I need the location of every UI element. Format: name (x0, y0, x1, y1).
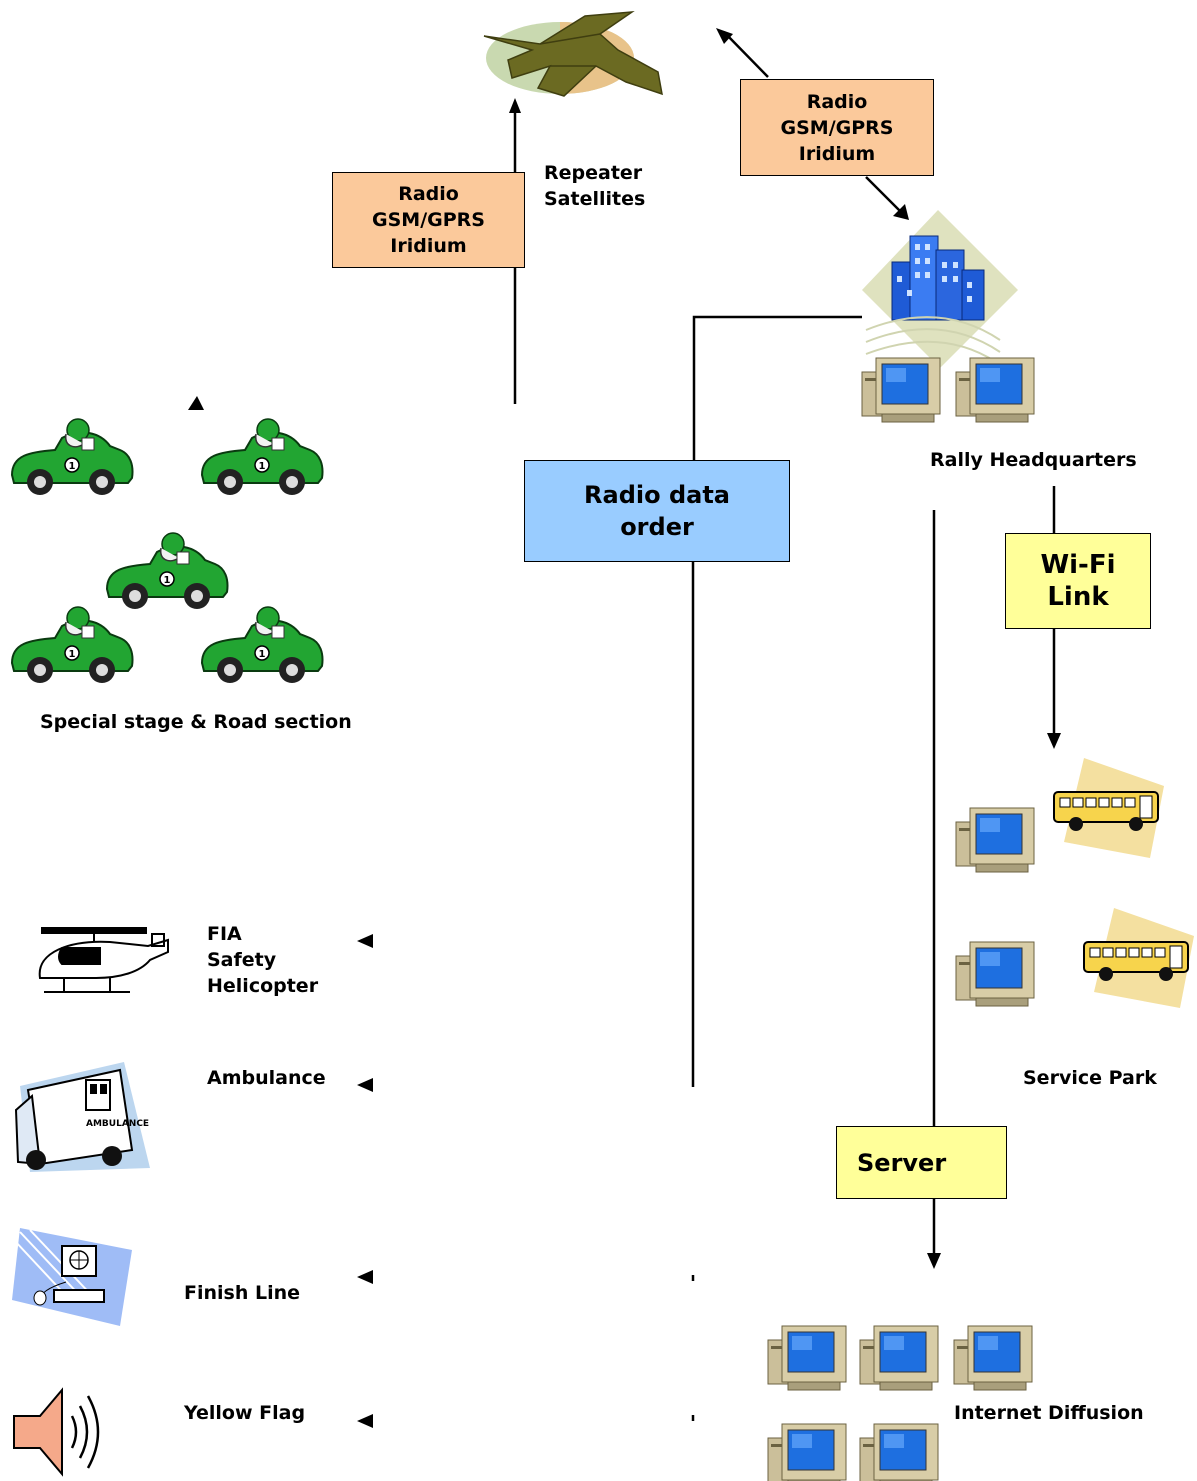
radio-data-order-box: Radio data order (524, 460, 790, 562)
arrow-down-icon (927, 1253, 941, 1269)
box-line: Radio (806, 90, 868, 113)
svg-text:AMBULANCE: AMBULANCE (86, 1119, 149, 1129)
box-line: order (620, 513, 694, 541)
satellite-icon (483, 11, 663, 97)
arrow-up-icon (509, 98, 521, 113)
arrow-up-small-icon (188, 396, 204, 410)
helicopter-icon (38, 927, 169, 993)
label-line: Safety (207, 949, 277, 971)
computer-icon (955, 357, 1035, 423)
computer-icon (955, 807, 1035, 873)
finish-line-label: Finish Line (184, 1282, 301, 1304)
satellite-label: Repeater Satellites (544, 160, 645, 212)
connector-headquarters-to-order (692, 315, 862, 460)
arrow-down-right-icon (893, 204, 909, 220)
server-label: Server (857, 1148, 947, 1177)
label-line: Helicopter (207, 975, 319, 997)
service-park-label: Service Park (1023, 1067, 1157, 1089)
computer-icon (767, 1325, 847, 1391)
bus-icon (1053, 757, 1165, 859)
radio-link-box-right: Radio GSM/GPRS Iridium (740, 79, 934, 176)
connector-box-to-satellite (723, 31, 769, 78)
headquarters-label: Rally Headquarters (930, 449, 1137, 471)
connector-lines (513, 31, 1056, 1421)
ambulance-label: Ambulance (207, 1067, 326, 1089)
box-line: Link (1047, 582, 1109, 612)
box-line: Radio (398, 183, 459, 205)
box-line: GSM/GPRS (780, 116, 894, 139)
yellow-flag-label: Yellow Flag (184, 1402, 306, 1424)
internet-diffusion-label: Internet Diffusion (954, 1402, 1144, 1424)
bus-icon (1083, 907, 1195, 1009)
arrow-left-icon (357, 1078, 373, 1092)
label-line: Satellites (544, 188, 646, 210)
rally-car-icon (11, 606, 134, 684)
radio-link-box-left: Radio GSM/GPRS Iridium (332, 172, 525, 268)
box-line: GSM/GPRS (372, 209, 485, 231)
rally-car-icon (201, 418, 324, 496)
computer-icon (955, 941, 1035, 1007)
box-line: Wi-Fi (1040, 550, 1116, 580)
arrow-left-icon (357, 934, 373, 948)
computer-icon (953, 1325, 1033, 1391)
rally-car-icon (106, 532, 229, 610)
terminal-icon (12, 1228, 132, 1326)
speaker-icon (13, 1387, 100, 1477)
computer-icon (767, 1423, 847, 1481)
label-line: FIA (207, 923, 242, 945)
computer-icon (861, 357, 941, 423)
box-line: Iridium (798, 142, 876, 165)
arrow-up-left-icon (716, 28, 733, 44)
computer-icon (859, 1325, 939, 1391)
cars-label: Special stage & Road section (40, 711, 352, 733)
box-line: Radio data (584, 481, 730, 509)
wifi-link-box: Wi-Fi Link (1005, 533, 1151, 629)
ambulance-icon: AMBULANCE (14, 1062, 150, 1172)
computer-icon (859, 1423, 939, 1481)
box-line: Iridium (390, 235, 467, 257)
rally-car-icon (201, 606, 324, 684)
building-icon (862, 210, 1018, 368)
arrow-left-icon (357, 1270, 373, 1284)
server-box: Server (836, 1126, 1007, 1199)
helicopter-label: FIA Safety Helicopter (207, 921, 318, 999)
arrow-left-icon (357, 1414, 373, 1428)
label-line: Repeater (544, 162, 643, 184)
connector-box-to-headquarters (865, 176, 904, 215)
arrow-heads (188, 28, 1061, 1428)
rally-car-icon (11, 418, 134, 496)
arrow-down-icon (1047, 733, 1061, 749)
